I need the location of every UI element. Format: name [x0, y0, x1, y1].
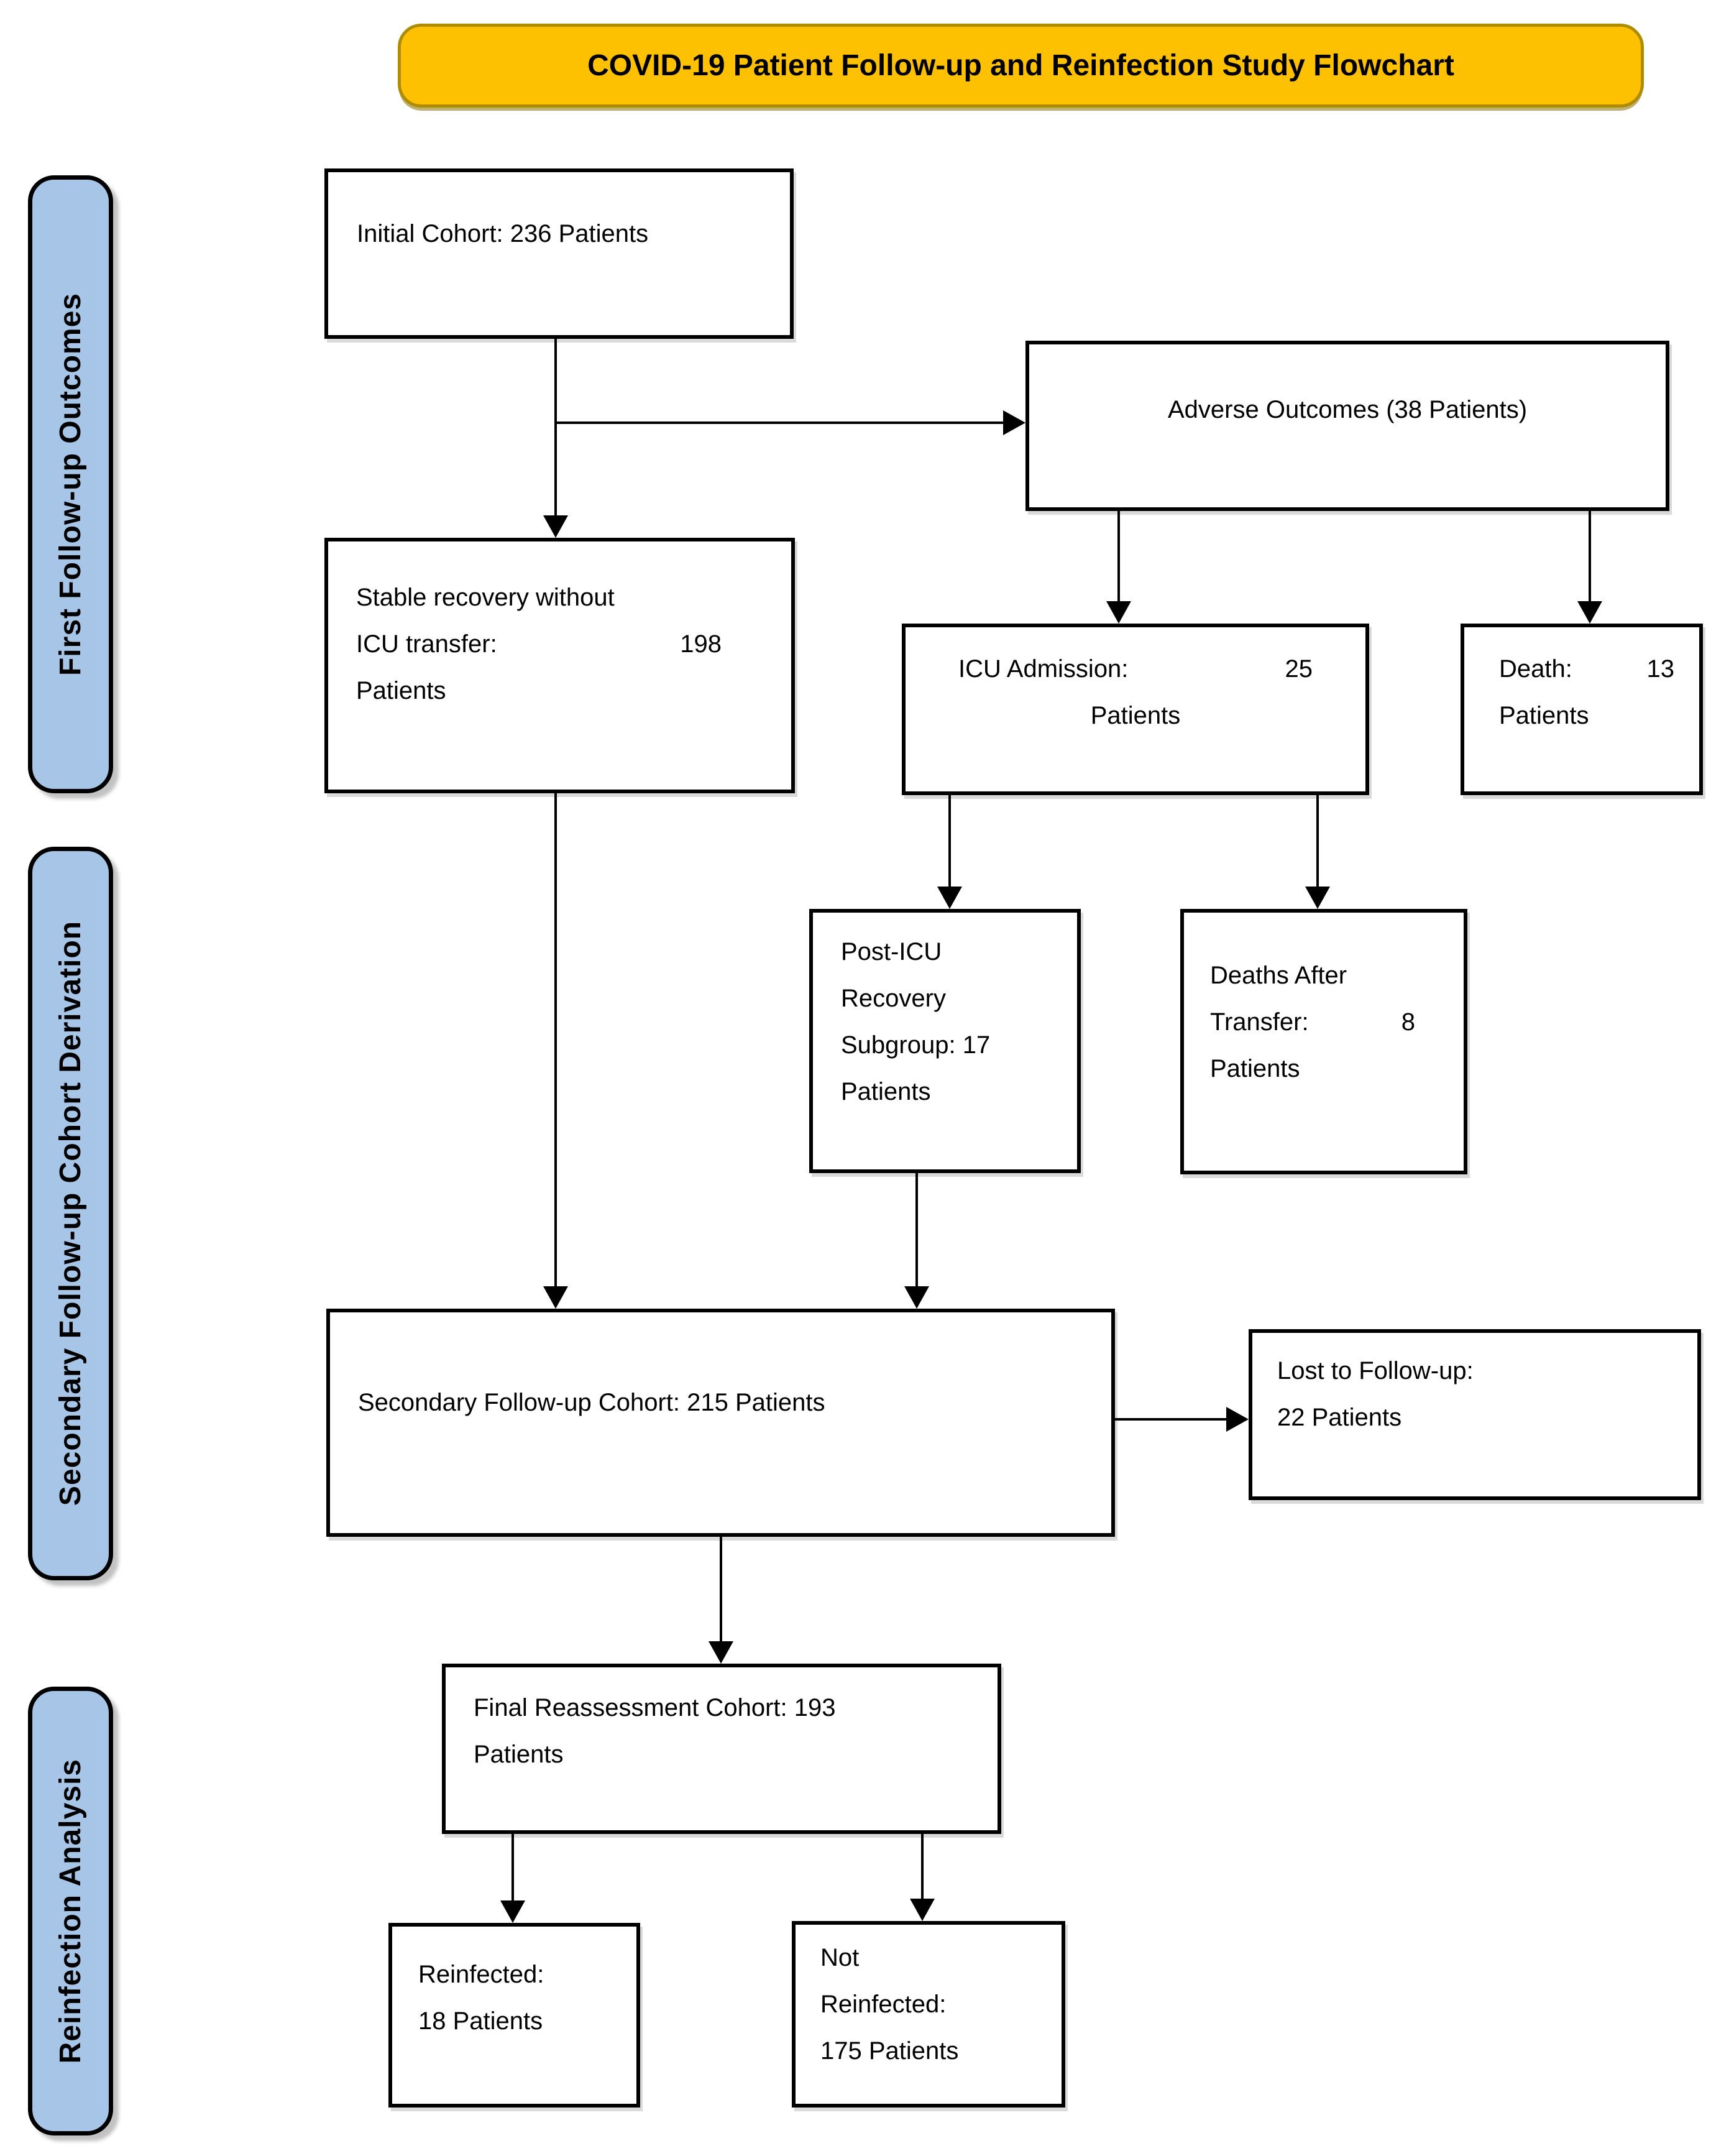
phase-label-secondary-derivation: Secondary Follow-up Cohort Derivation — [28, 847, 113, 1580]
arrow-line-secondary-to-lost — [1115, 1418, 1227, 1421]
node-lost-to-followup: Lost to Follow-up: 22 Patients — [1249, 1329, 1701, 1500]
node-text: Transfer: — [1210, 1008, 1309, 1036]
node-text: Adverse Outcomes (38 Patients) — [1167, 396, 1528, 423]
node-value: 8 — [1401, 1008, 1415, 1036]
arrowhead-final-to-notreinfected — [910, 1899, 935, 1921]
node-text: Patients — [1090, 702, 1181, 729]
node-value: 25 — [1285, 655, 1313, 683]
node-text: 22 Patients — [1277, 1404, 1402, 1431]
arrowhead-final-to-reinfected — [500, 1900, 525, 1923]
node-text: ICU transfer: — [356, 630, 497, 658]
node-text: Post-ICU — [841, 938, 942, 965]
node-text: 175 Patients — [820, 2037, 959, 2065]
phase-label-text: Secondary Follow-up Cohort Derivation — [54, 921, 87, 1506]
arrowhead-adverse-to-icu — [1106, 601, 1131, 624]
node-text: Recovery — [841, 985, 946, 1012]
arrow-line-stable-to-secondary — [554, 793, 557, 1288]
node-text: Initial Cohort: 236 Patients — [357, 220, 649, 247]
arrowhead-icu-to-posticu — [937, 887, 962, 909]
phase-label-text: Reinfection Analysis — [54, 1758, 87, 2064]
node-text: Not — [820, 1944, 860, 1971]
arrowhead-secondary-to-lost — [1226, 1407, 1249, 1432]
arrowhead-posticu-to-secondary — [904, 1286, 929, 1309]
node-icu-admission: ICU Admission: 25 Patients — [902, 624, 1369, 795]
node-text-split: ICU transfer: 198 — [356, 621, 722, 668]
arrow-line-icu-to-deathsafter — [1316, 795, 1319, 888]
node-text-split: Death: 13 — [1499, 646, 1674, 693]
node-text: Death: — [1499, 655, 1572, 683]
arrow-line-secondary-to-final — [720, 1537, 722, 1642]
node-value: 13 — [1646, 655, 1675, 683]
node-text-split: Transfer: 8 — [1210, 999, 1415, 1046]
node-final-reassessment-cohort: Final Reassessment Cohort: 193 Patients — [442, 1664, 1001, 1834]
arrow-line-posticu-to-secondary — [915, 1173, 918, 1288]
node-text: Final Reassessment Cohort: 193 — [474, 1694, 836, 1721]
node-text: Patients — [356, 677, 446, 704]
node-reinfected: Reinfected: 18 Patients — [388, 1923, 640, 2108]
node-value: 198 — [680, 630, 722, 658]
node-text: Patients — [841, 1078, 931, 1105]
node-not-reinfected: Not Reinfected: 175 Patients — [792, 1921, 1065, 2108]
arrow-line-initial-to-stable — [554, 339, 557, 517]
arrow-line-initial-to-adverse — [554, 422, 1003, 424]
arrow-line-final-to-reinfected — [511, 1834, 514, 1902]
node-adverse-outcomes: Adverse Outcomes (38 Patients) — [1025, 341, 1669, 511]
node-text: Deaths After — [1210, 962, 1347, 989]
arrow-line-adverse-to-death — [1589, 511, 1591, 602]
arrowhead-initial-to-adverse — [1003, 410, 1025, 435]
node-text: Patients — [1210, 1055, 1300, 1082]
node-text: Reinfected: — [820, 1991, 947, 2018]
node-initial-cohort: Initial Cohort: 236 Patients — [324, 168, 794, 339]
node-text: Stable recovery without — [356, 584, 615, 611]
arrowhead-stable-to-secondary — [543, 1286, 568, 1309]
node-text: Patients — [1499, 702, 1589, 729]
phase-label-text: First Follow-up Outcomes — [54, 292, 87, 676]
node-text: ICU Admission: — [958, 655, 1129, 683]
flowchart-title: COVID-19 Patient Follow-up and Reinfecti… — [587, 49, 1454, 82]
phase-label-reinfection-analysis: Reinfection Analysis — [28, 1687, 113, 2135]
arrowhead-adverse-to-death — [1577, 601, 1602, 624]
node-stable-recovery: Stable recovery without ICU transfer: 19… — [324, 538, 795, 793]
node-post-icu-recovery: Post-ICU Recovery Subgroup: 17 Patients — [809, 909, 1081, 1173]
arrow-line-adverse-to-icu — [1117, 511, 1120, 602]
node-text: Subgroup: 17 — [841, 1031, 991, 1059]
node-secondary-cohort: Secondary Follow-up Cohort: 215 Patients — [326, 1309, 1115, 1537]
arrowhead-initial-to-stable — [543, 515, 568, 538]
node-death: Death: 13 Patients — [1461, 624, 1703, 795]
node-deaths-after-transfer: Deaths After Transfer: 8 Patients — [1180, 909, 1467, 1174]
arrow-line-icu-to-posticu — [948, 795, 951, 888]
node-text: 18 Patients — [418, 2007, 543, 2035]
arrowhead-secondary-to-final — [709, 1641, 733, 1664]
arrowhead-icu-to-deathsafter — [1305, 887, 1330, 909]
node-text-split: ICU Admission: 25 — [958, 646, 1313, 693]
node-text: Reinfected: — [418, 1961, 544, 1988]
node-text: Lost to Follow-up: — [1277, 1357, 1474, 1384]
node-text: Secondary Follow-up Cohort: 215 Patients — [358, 1389, 825, 1416]
phase-label-first-followup: First Follow-up Outcomes — [28, 175, 113, 793]
arrow-line-final-to-notreinfected — [921, 1834, 924, 1900]
node-text: Patients — [474, 1741, 564, 1768]
flowchart-title-banner: COVID-19 Patient Follow-up and Reinfecti… — [398, 24, 1644, 108]
